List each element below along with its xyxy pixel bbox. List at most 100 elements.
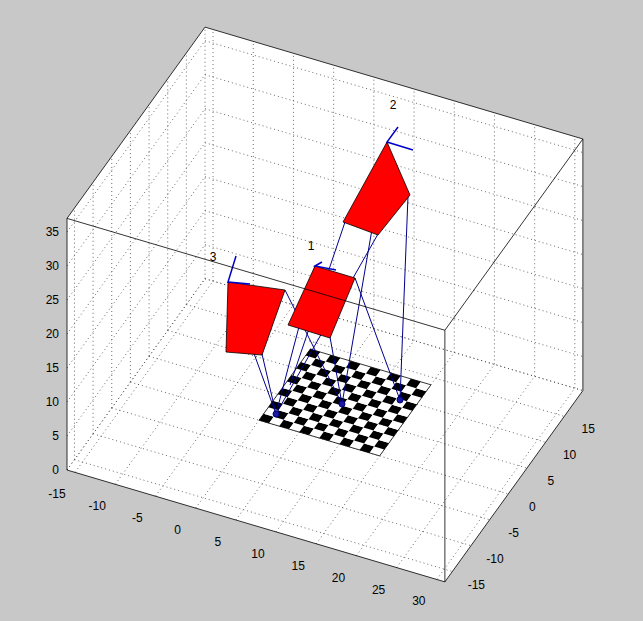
tick-label: 15 bbox=[46, 362, 59, 374]
grid-line bbox=[574, 137, 575, 389]
grid-line bbox=[112, 408, 490, 520]
grid-line bbox=[494, 113, 495, 365]
grid-line bbox=[155, 305, 293, 496]
projection-ray bbox=[355, 278, 400, 400]
grid-line bbox=[205, 27, 206, 279]
grid-line bbox=[205, 245, 583, 357]
tick-label: -5 bbox=[132, 512, 143, 524]
projection-ray bbox=[276, 234, 378, 414]
corner-marker bbox=[339, 401, 345, 407]
camera-axes bbox=[228, 256, 250, 284]
axes-edge bbox=[67, 391, 583, 582]
grid-line bbox=[67, 279, 205, 470]
tick-value: -10 bbox=[89, 499, 106, 513]
grid-line bbox=[293, 53, 294, 305]
tick-value: -10 bbox=[486, 552, 503, 566]
grid-line bbox=[205, 41, 583, 153]
tick-value: 20 bbox=[46, 327, 59, 341]
tick-value: 25 bbox=[46, 293, 59, 307]
tick-label: -10 bbox=[486, 553, 503, 565]
axes-edge bbox=[67, 27, 583, 330]
camera-number: 1 bbox=[308, 239, 315, 253]
tick-value: 15 bbox=[292, 559, 305, 573]
grid-line bbox=[130, 131, 131, 383]
grid-line bbox=[253, 41, 254, 293]
grid-line bbox=[111, 156, 112, 408]
corner-marker bbox=[397, 397, 403, 403]
grid-line bbox=[67, 143, 205, 334]
tick-label: -10 bbox=[89, 500, 106, 512]
grid-line bbox=[149, 356, 527, 468]
axes-edge bbox=[444, 330, 445, 582]
tick-value: 35 bbox=[46, 225, 59, 239]
grid-line bbox=[74, 208, 75, 460]
corner-marker bbox=[273, 411, 279, 417]
tick-label: 35 bbox=[46, 226, 59, 238]
camera-plane bbox=[343, 142, 410, 235]
tick-label: 10 bbox=[251, 548, 264, 560]
projection-ray bbox=[400, 196, 408, 400]
axes-background bbox=[67, 27, 583, 582]
tick-label: 5 bbox=[548, 475, 555, 487]
tick-value: -5 bbox=[132, 511, 143, 525]
grid-line bbox=[67, 41, 205, 232]
checkerboard-border bbox=[259, 349, 431, 456]
projection-ray bbox=[330, 337, 342, 404]
tick-value: -5 bbox=[508, 526, 519, 540]
tick-value: 5 bbox=[214, 535, 221, 549]
grid-line bbox=[67, 279, 205, 470]
tick-label: 5 bbox=[214, 536, 221, 548]
tick-value: 5 bbox=[548, 474, 555, 488]
grid-line bbox=[534, 125, 535, 377]
grid-line bbox=[93, 182, 94, 434]
grid-line bbox=[454, 101, 455, 353]
grid-line bbox=[186, 53, 187, 305]
tick-label: 0 bbox=[529, 501, 536, 513]
camera-number: 2 bbox=[390, 98, 397, 112]
tick-label: 20 bbox=[46, 328, 59, 340]
grid-line bbox=[167, 79, 168, 331]
tick-label: 0 bbox=[174, 524, 181, 536]
grid-line bbox=[414, 89, 415, 341]
grid-line bbox=[205, 143, 583, 255]
tick-label: 10 bbox=[46, 396, 59, 408]
grid-line bbox=[67, 109, 205, 300]
tick-value: 10 bbox=[563, 448, 576, 462]
tick-label: -15 bbox=[468, 579, 485, 591]
grid-line bbox=[213, 29, 214, 281]
tick-label: -5 bbox=[508, 527, 519, 539]
grid-line bbox=[74, 460, 452, 572]
tick-label: 25 bbox=[46, 294, 59, 306]
camera-label: 1 bbox=[308, 240, 315, 252]
tick-value: -15 bbox=[468, 578, 485, 592]
camera-label: 2 bbox=[390, 99, 397, 111]
tick-value: 25 bbox=[372, 583, 385, 597]
tick-value: 0 bbox=[52, 463, 59, 477]
tick-value: 15 bbox=[46, 361, 59, 375]
projection-ray bbox=[262, 354, 276, 414]
tick-value: 30 bbox=[412, 594, 425, 608]
camera-label: 3 bbox=[210, 251, 217, 263]
tick-value: 5 bbox=[52, 429, 59, 443]
tick-label: 25 bbox=[372, 584, 385, 596]
grid-line bbox=[168, 330, 546, 442]
tick-value: 15 bbox=[582, 422, 595, 436]
tick-label: 5 bbox=[52, 430, 59, 442]
tick-value: 10 bbox=[251, 547, 264, 561]
tick-value: 20 bbox=[332, 571, 345, 585]
camera-number: 3 bbox=[210, 250, 217, 264]
tick-label: 15 bbox=[582, 423, 595, 435]
camera-plane bbox=[226, 282, 285, 355]
tick-value: 0 bbox=[529, 500, 536, 514]
grid-line bbox=[437, 388, 575, 579]
tick-label: 20 bbox=[332, 572, 345, 584]
tick-label: -15 bbox=[48, 488, 65, 500]
grid-line bbox=[67, 211, 205, 402]
tick-label: 15 bbox=[292, 560, 305, 572]
grid-line bbox=[67, 75, 205, 266]
tick-label: 30 bbox=[46, 260, 59, 272]
camera-axes bbox=[315, 262, 336, 270]
tick-label: 10 bbox=[563, 449, 576, 461]
axes-edge bbox=[67, 218, 68, 470]
